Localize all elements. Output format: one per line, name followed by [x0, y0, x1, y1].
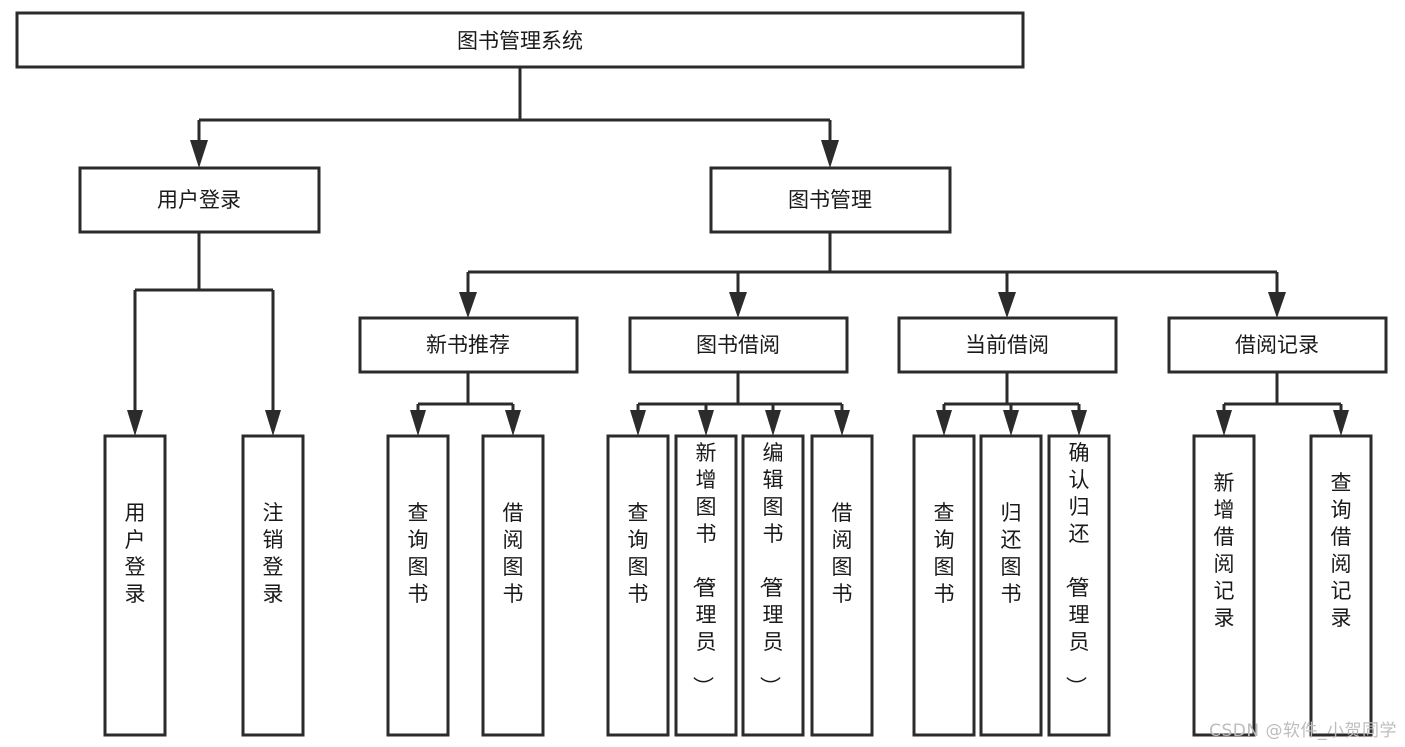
arrow-head-current-borrow: [998, 292, 1016, 318]
connector-group-borrow-record-to-leaves: [1216, 372, 1349, 436]
arrow-head-book-borrow: [729, 292, 747, 318]
leaf-node-user-login[interactable]: 用户登录: [103, 434, 167, 737]
node-user-login-label: 用户登录: [157, 188, 241, 212]
leaf-node-query-book-recommend-label: 查询图书: [408, 501, 429, 606]
leaf-node-add-borrow-record[interactable]: 新增借阅记录: [1192, 434, 1256, 737]
connector-group-book-manage-to-level3: [459, 232, 1286, 318]
node-user-login[interactable]: 用户登录: [78, 166, 321, 234]
node-root-system-label: 图书管理系统: [457, 29, 583, 53]
arrow-head-leaf-query-book-1: [410, 410, 426, 436]
leaf-node-query-book-recommend[interactable]: 查询图书: [386, 434, 450, 737]
arrow-head-leaf-add-book: [698, 410, 714, 436]
arrow-head-leaf-add-record: [1216, 410, 1232, 436]
leaf-node-edit-book-label: 编辑图书（管理员）: [758, 441, 784, 697]
leaf-node-query-borrow-record-label: 查询借阅记录: [1331, 471, 1352, 630]
leaf-node-query-borrow-record[interactable]: 查询借阅记录: [1309, 434, 1373, 737]
leaf-node-borrow-book-recommend[interactable]: 借阅图书: [481, 434, 545, 737]
leaf-node-confirm-return-box[interactable]: [1047, 434, 1111, 737]
leaf-node-query-book-borrow-label: 查询图书: [628, 501, 649, 606]
arrow-head-leaf-query-book-3: [936, 410, 952, 436]
leaf-node-query-book-borrow[interactable]: 查询图书: [606, 434, 670, 737]
leaf-node-return-book[interactable]: 归还图书: [979, 434, 1043, 737]
node-borrow-record-label: 借阅记录: [1235, 333, 1319, 357]
node-new-book-recommend-box[interactable]: [358, 316, 579, 374]
node-current-borrow-label: 当前借阅: [965, 333, 1049, 357]
leaf-node-confirm-return-label: 确认归还（管理员）: [1064, 441, 1090, 697]
leaf-node-borrow-book-recommend-label: 借阅图书: [503, 501, 524, 606]
arrow-head-borrow-record: [1268, 292, 1286, 318]
arrow-head-leaf-user-login: [127, 410, 143, 436]
arrow-head-leaf-query-record: [1333, 410, 1349, 436]
arrow-head-user-login: [190, 140, 208, 168]
node-book-borrow[interactable]: 图书借阅: [628, 316, 849, 374]
node-book-manage[interactable]: 图书管理: [709, 166, 952, 234]
leaf-node-add-borrow-record-box[interactable]: [1192, 434, 1256, 737]
leaf-node-add-book-label: 新增图书（管理员）: [691, 441, 717, 697]
node-borrow-record[interactable]: 借阅记录: [1167, 316, 1388, 374]
leaf-node-return-book-box[interactable]: [979, 434, 1043, 737]
leaf-node-query-borrow-record-box[interactable]: [1309, 434, 1373, 737]
leaf-node-borrow-book-recommend-box[interactable]: [481, 434, 545, 737]
node-current-borrow[interactable]: 当前借阅: [897, 316, 1118, 374]
node-book-manage-label: 图书管理: [788, 188, 872, 212]
connector-group-book-borrow-to-leaves: [630, 372, 850, 436]
leaf-node-query-book-borrow-box[interactable]: [606, 434, 670, 737]
leaf-node-confirm-return[interactable]: 确认归还（管理员）: [1047, 434, 1111, 737]
arrow-head-book-manage: [821, 140, 839, 168]
arrow-head-leaf-query-book-2: [630, 410, 646, 436]
node-root-system-box[interactable]: [15, 11, 1025, 69]
leaf-node-borrow-book-label: 借阅图书: [832, 501, 853, 606]
leaf-node-edit-book[interactable]: 编辑图书（管理员）: [741, 434, 805, 737]
arrow-head-leaf-return-book: [1003, 410, 1019, 436]
arrow-head-leaf-logout: [265, 410, 281, 436]
arrow-head-leaf-borrow-book-2: [834, 410, 850, 436]
leaf-node-query-book-current-label: 查询图书: [934, 501, 955, 606]
node-new-book-recommend[interactable]: 新书推荐: [358, 316, 579, 374]
leaf-node-borrow-book-box[interactable]: [810, 434, 874, 737]
connector-group-root-to-level2: [190, 67, 839, 168]
leaf-node-user-login-label: 用户登录: [125, 501, 146, 606]
connector-group-new-book-to-leaves: [410, 372, 521, 436]
node-root-system[interactable]: 图书管理系统: [15, 11, 1025, 69]
leaf-node-query-book-current[interactable]: 查询图书: [912, 434, 976, 737]
leaf-node-borrow-book[interactable]: 借阅图书: [810, 434, 874, 737]
leaf-node-logout-label: 注销登录: [263, 501, 284, 606]
leaf-node-user-login-box[interactable]: [103, 434, 167, 737]
leaf-node-return-book-label: 归还图书: [1001, 501, 1022, 606]
node-user-login-box[interactable]: [78, 166, 321, 234]
leaf-node-add-borrow-record-label: 新增借阅记录: [1214, 471, 1235, 630]
leaf-node-add-book[interactable]: 新增图书（管理员）: [674, 434, 738, 737]
arrow-head-leaf-edit-book: [765, 410, 781, 436]
node-new-book-recommend-label: 新书推荐: [426, 333, 510, 357]
leaf-node-add-book-box[interactable]: [674, 434, 738, 737]
leaf-node-query-book-recommend-box[interactable]: [386, 434, 450, 737]
node-book-borrow-label: 图书借阅: [696, 333, 780, 357]
node-book-manage-box[interactable]: [709, 166, 952, 234]
node-current-borrow-box[interactable]: [897, 316, 1118, 374]
leaf-node-logout[interactable]: 注销登录: [241, 434, 305, 737]
arrow-head-new-book: [459, 292, 477, 318]
arrow-head-leaf-confirm-return: [1071, 410, 1087, 436]
connector-group-current-borrow-to-leaves: [936, 372, 1087, 436]
leaf-node-query-book-current-box[interactable]: [912, 434, 976, 737]
arrow-head-leaf-borrow-book-1: [505, 410, 521, 436]
leaf-node-edit-book-box[interactable]: [741, 434, 805, 737]
node-borrow-record-box[interactable]: [1167, 316, 1388, 374]
connector-group-user-login-to-leaves: [127, 232, 281, 436]
node-book-borrow-box[interactable]: [628, 316, 849, 374]
leaf-node-logout-box[interactable]: [241, 434, 305, 737]
